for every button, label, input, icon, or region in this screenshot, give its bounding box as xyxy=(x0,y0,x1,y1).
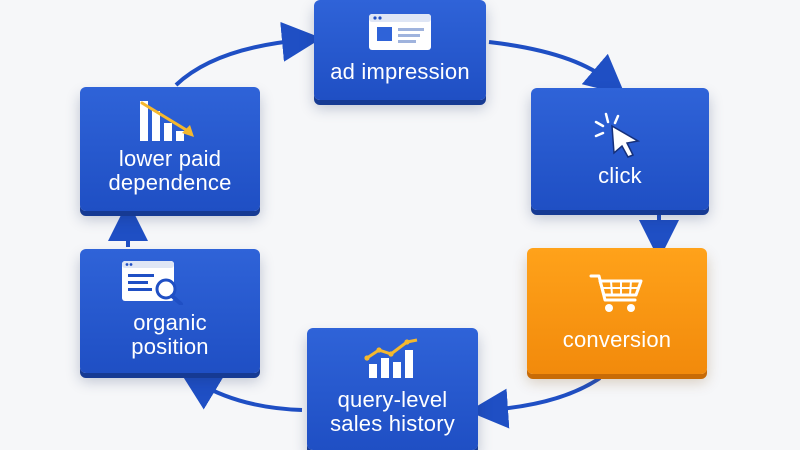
browser-window-icon xyxy=(369,14,431,50)
arrow-lower-to-ad xyxy=(174,21,322,87)
arrow-ad-to-click xyxy=(488,40,626,96)
node-label: lower paid dependence xyxy=(108,146,232,195)
node-conversion: conversion xyxy=(527,248,707,374)
arrow-conversion-to-query xyxy=(468,376,602,429)
node-label: organic position xyxy=(131,310,209,359)
node-label: conversion xyxy=(562,327,672,352)
node-label: query-level sales history xyxy=(330,387,455,436)
shopping-cart-icon xyxy=(589,274,643,312)
declining-bars-icon xyxy=(140,101,194,141)
node-ad-impression: ad impression xyxy=(314,0,486,100)
trend-bar-chart-icon xyxy=(363,338,417,378)
search-page-icon xyxy=(122,261,183,305)
node-label: click xyxy=(598,163,642,188)
arrow-query-to-organic xyxy=(179,371,303,412)
node-click: click xyxy=(531,88,709,210)
node-organic-position: organic position xyxy=(80,249,260,373)
node-query-level-sales-history: query-level sales history xyxy=(307,328,478,450)
node-lower-paid-dependence: lower paid dependence xyxy=(80,87,260,211)
mouse-pointer-click-icon xyxy=(594,112,641,158)
node-label: ad impression xyxy=(330,59,470,84)
